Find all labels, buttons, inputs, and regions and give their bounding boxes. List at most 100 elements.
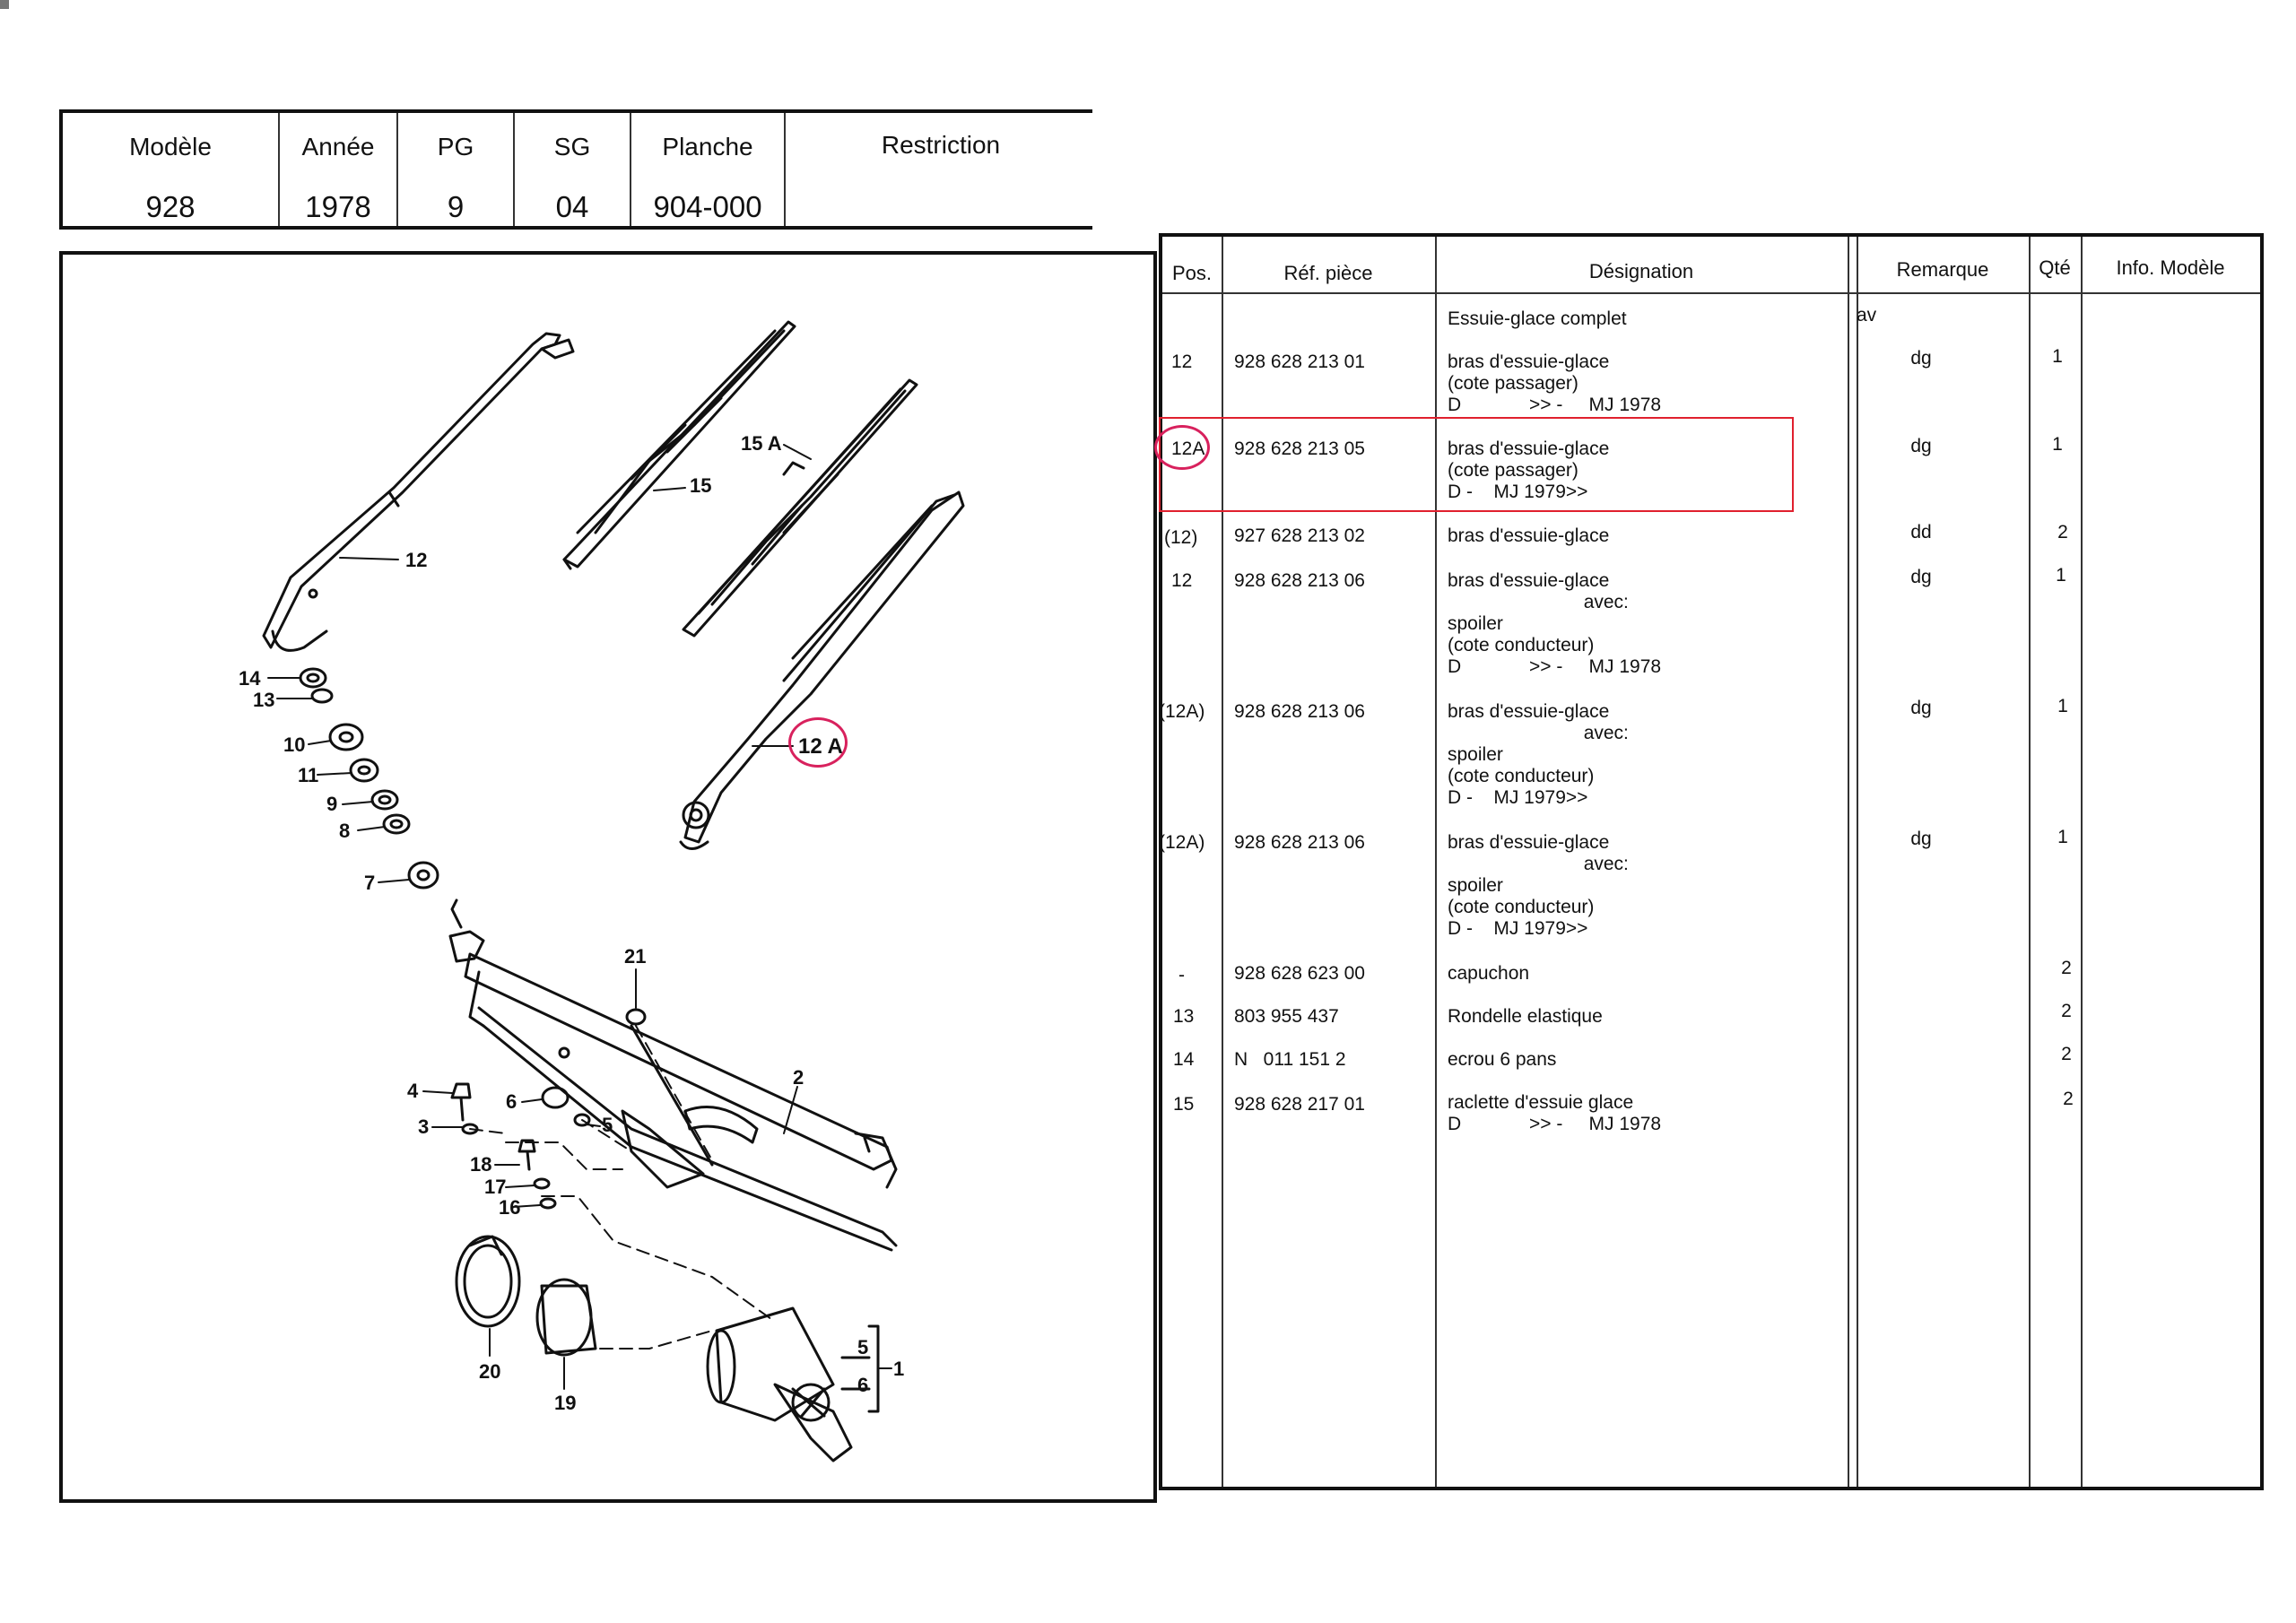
label-6: 6 [506, 1090, 517, 1113]
row-designation-line: capuchon [1448, 963, 1530, 984]
row-remarque: dg [1910, 698, 1932, 718]
group-remark: av [1857, 305, 1877, 325]
row-pos: 15 [1173, 1094, 1195, 1115]
clamp-and-sleeve [455, 1235, 597, 1357]
row-qte: 2 [2061, 1001, 2072, 1021]
row-pos: (12) [1164, 527, 1198, 548]
table-header-row [1162, 237, 2260, 294]
row-designation-line: D >> - MJ 1978 [1448, 656, 1662, 677]
dashed-linkage [469, 1025, 776, 1350]
label-12: 12 [405, 549, 427, 571]
label-8: 8 [339, 820, 350, 842]
th-pos: Pos. [1171, 262, 1213, 284]
highlight-box-row-12a [1159, 417, 1794, 512]
wiper-blade-15a [682, 378, 918, 638]
row-designation-line: avec: [1448, 854, 1629, 874]
row-designation-line: spoiler [1448, 613, 1503, 634]
parts-table: Pos. Réf. pièce Désignation Remarque Qté… [1159, 233, 2264, 1490]
row-qte: 1 [2057, 696, 2068, 716]
row-designation-line: ecrou 6 pans [1448, 1049, 1557, 1070]
header-col-restriction: Restriction [786, 113, 1096, 226]
row-designation-line: bras d'essuie-glace [1448, 570, 1610, 591]
row-ref: 928 628 213 06 [1234, 570, 1365, 591]
row-pos: (12A) [1159, 701, 1205, 722]
header-col-modele: Modèle 928 [63, 113, 280, 226]
row-pos: 12 [1171, 352, 1193, 372]
label-3: 3 [418, 1115, 429, 1138]
bolts-parts [450, 1082, 591, 1210]
label-14: 14 [239, 667, 261, 690]
row-qte: 1 [2056, 565, 2066, 586]
label-15a: 15 A [741, 432, 782, 455]
row-designation-line: D >> - MJ 1978 [1448, 395, 1662, 415]
label-2: 2 [793, 1066, 804, 1089]
row-ref: 928 628 213 06 [1234, 701, 1365, 722]
label-4: 4 [407, 1080, 419, 1102]
header-col-planche: Planche 904-000 [631, 113, 786, 226]
row-remarque: dg [1910, 436, 1932, 456]
hardware-parts [299, 667, 439, 890]
header-label-modele: Modèle [129, 133, 212, 161]
row-designation-line: bras d'essuie-glace [1448, 701, 1610, 722]
row-qte: 2 [2063, 1089, 2074, 1109]
header-label-annee: Année [301, 133, 375, 161]
row-ref: 928 628 213 05 [1234, 438, 1365, 459]
row-designation-line: raclette d'essuie glace [1448, 1092, 1634, 1113]
label-17: 17 [484, 1176, 506, 1198]
row-designation-line: Rondelle elastique [1448, 1006, 1603, 1027]
row-ref: 928 628 213 06 [1234, 832, 1365, 853]
linkage-assembly-2 [448, 898, 898, 1252]
label-9: 9 [326, 793, 337, 815]
row-remarque: dg [1910, 348, 1932, 369]
group-title: Essuie-glace complet [1448, 308, 1627, 329]
wiper-blade-15 [562, 320, 796, 570]
row-ref: 928 628 213 01 [1234, 352, 1365, 372]
wiper-arm-12 [262, 332, 575, 652]
row-designation-line: bras d'essuie-glace [1448, 438, 1610, 459]
wiper-arm-12a [679, 490, 965, 850]
th-ref: Réf. pièce [1283, 262, 1373, 284]
row-qte: 1 [2057, 827, 2068, 847]
label-7: 7 [364, 872, 375, 894]
row-designation-line: (cote passager) [1448, 460, 1578, 481]
row-designation-line: avec: [1448, 592, 1629, 612]
row-designation-line: D - MJ 1979>> [1448, 482, 1588, 502]
row-designation-line: D >> - MJ 1978 [1448, 1114, 1662, 1134]
header-value-planche: 904-000 [653, 190, 762, 223]
row-qte: 1 [2052, 346, 2063, 367]
row-designation-line: avec: [1448, 723, 1629, 743]
label-20: 20 [479, 1360, 500, 1383]
row-remarque: dg [1910, 829, 1932, 849]
header-col-sg: SG 04 [515, 113, 631, 226]
row-pos: - [1178, 965, 1185, 985]
leader-lines [267, 444, 892, 1390]
row-pos: 13 [1173, 1006, 1195, 1027]
header-label-sg: SG [553, 133, 591, 161]
illustration-frame: 12 15 15 A 12 A 14 13 10 11 9 8 7 21 2 4… [59, 251, 1157, 1503]
label-13: 13 [253, 689, 274, 711]
row-ref: 927 628 213 02 [1234, 525, 1365, 546]
col-divider [1848, 237, 1849, 1487]
row-remarque: dg [1910, 567, 1932, 587]
header-label-planche: Planche [662, 133, 753, 161]
row-designation-line: bras d'essuie-glace [1448, 525, 1610, 546]
highlight-circle-12a-diagram [788, 717, 848, 768]
row-qte: 1 [2052, 434, 2063, 455]
col-divider [2081, 237, 2083, 1487]
label-16: 16 [499, 1196, 520, 1219]
row-ref: 928 628 623 00 [1234, 963, 1365, 984]
label-19: 19 [554, 1392, 576, 1414]
header-value-pg: 9 [447, 190, 465, 223]
row-designation-line: (cote conducteur) [1448, 635, 1595, 655]
label-18: 18 [470, 1153, 491, 1176]
exploded-diagram: 12 15 15 A 12 A 14 13 10 11 9 8 7 21 2 4… [239, 320, 965, 1462]
row-designation-line: bras d'essuie-glace [1448, 832, 1610, 853]
row-designation-line: (cote conducteur) [1448, 897, 1595, 917]
row-designation-line: D - MJ 1979>> [1448, 918, 1588, 939]
row-qte: 2 [2057, 522, 2068, 542]
header-label-pg: PG [437, 133, 474, 161]
col-divider [1435, 237, 1437, 1487]
th-qte: Qté [2039, 256, 2071, 279]
row-designation-line: (cote passager) [1448, 373, 1578, 394]
col-divider [2029, 237, 2031, 1487]
